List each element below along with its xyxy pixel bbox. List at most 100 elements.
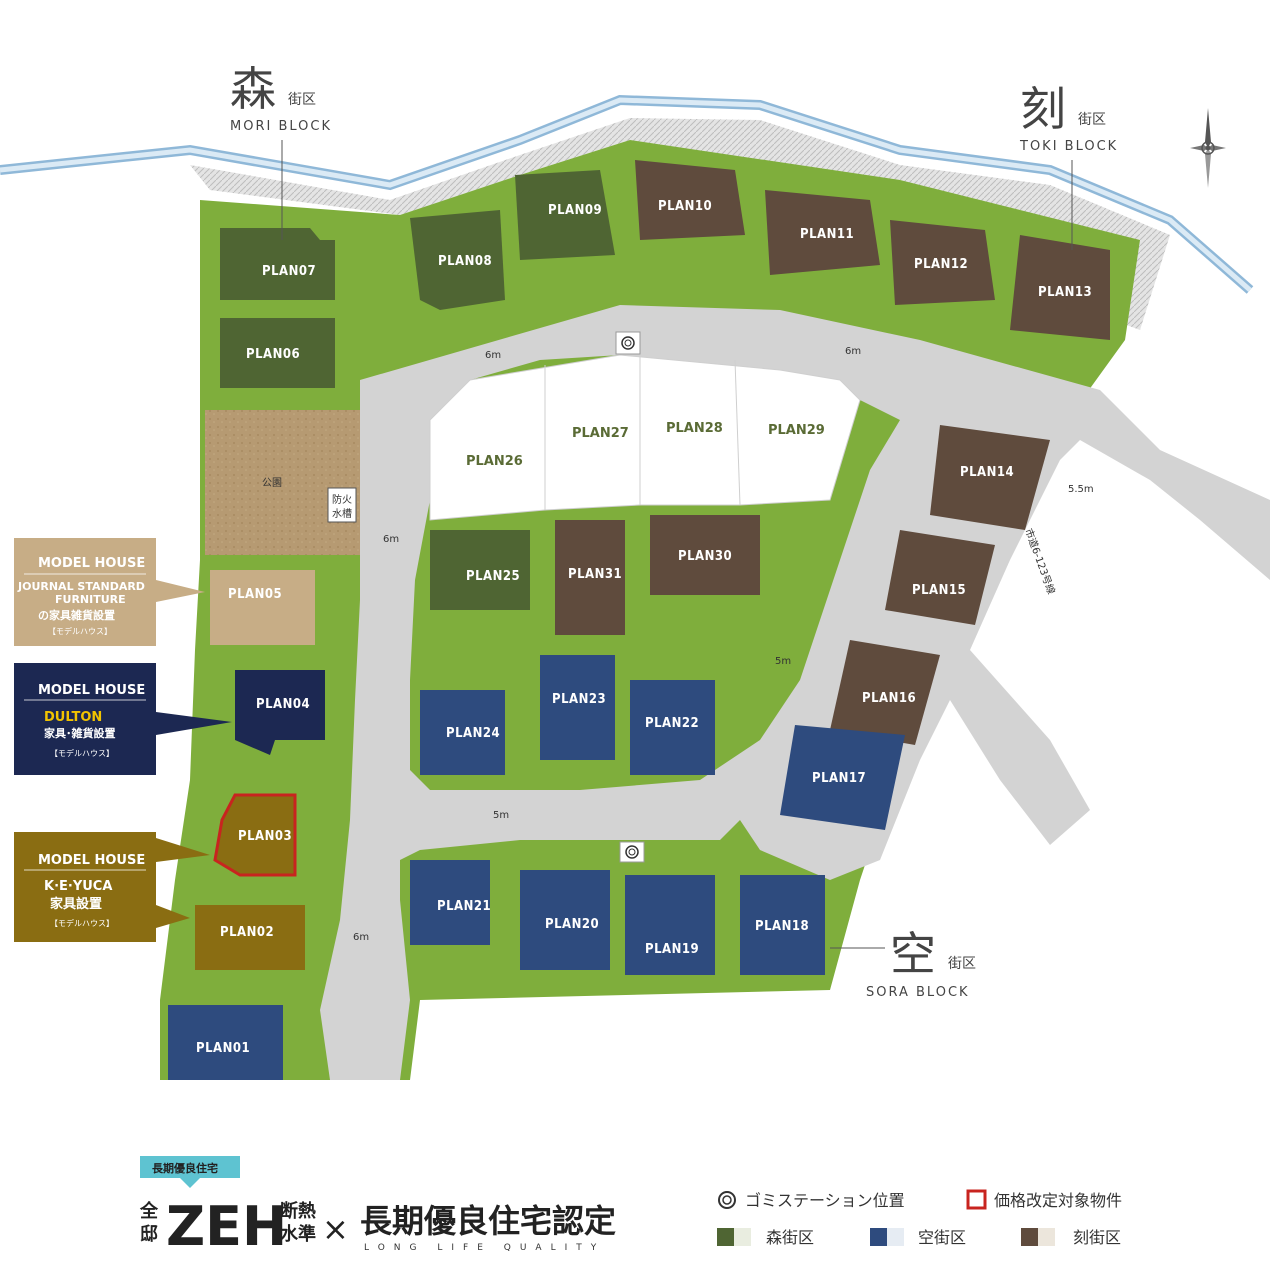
model-house-03 — [213, 793, 297, 877]
toki-buildings — [555, 160, 1110, 745]
svg-text:6m: 6m — [353, 932, 369, 943]
zeh-badge: 長期優良住宅 全 邸 ZEH 断熱 水準 × 長期優良住宅認定 LONG LIF… — [139, 1156, 616, 1258]
plan-28[interactable]: PLAN28 — [666, 421, 723, 436]
plan-05[interactable]: PLAN05 — [228, 587, 282, 602]
plan-15[interactable]: PLAN15 — [912, 583, 966, 598]
svg-text:街区: 街区 — [288, 92, 316, 108]
price-legend-icon — [966, 1189, 987, 1210]
plan-08[interactable]: PLAN08 — [438, 254, 492, 269]
svg-text:刻: 刻 — [1020, 82, 1066, 136]
legend: ゴミステーション位置 価格改定対象物件 森街区 空街区 刻街区 — [717, 1189, 1122, 1247]
plan-31[interactable]: PLAN31 — [568, 567, 622, 582]
svg-text:水槽: 水槽 — [332, 507, 352, 520]
svg-text:街区: 街区 — [1078, 112, 1106, 128]
plan-27[interactable]: PLAN27 — [572, 426, 629, 441]
garbage-station-marker — [615, 331, 645, 863]
svg-text:6m: 6m — [845, 346, 861, 357]
plan-06[interactable]: PLAN06 — [246, 347, 300, 362]
legend-price: 価格改定対象物件 — [994, 1191, 1122, 1210]
plan-19[interactable]: PLAN19 — [645, 942, 699, 957]
svg-text:断熱: 断熱 — [280, 1200, 316, 1222]
legend-sora: 空街区 — [918, 1228, 966, 1247]
svg-text:TOKI BLOCK: TOKI BLOCK — [1019, 139, 1118, 154]
svg-text:ZEH: ZEH — [166, 1195, 287, 1258]
plan-16[interactable]: PLAN16 — [862, 691, 916, 706]
block-mori: 森 街区 MORI BLOCK — [230, 62, 332, 240]
svg-text:水準: 水準 — [280, 1223, 316, 1245]
svg-text:JOURNAL STANDARD: JOURNAL STANDARD — [17, 580, 145, 593]
plan-26[interactable]: PLAN26 — [466, 454, 523, 469]
plan-01[interactable]: PLAN01 — [196, 1041, 250, 1056]
city-road-label: 市道6-123号線 — [1022, 527, 1058, 596]
plan-20[interactable]: PLAN20 — [545, 917, 599, 932]
legend-mori: 森街区 — [766, 1228, 814, 1247]
lots-26-29 — [429, 354, 861, 521]
park — [205, 410, 360, 555]
svg-text:5.5m: 5.5m — [1068, 484, 1094, 495]
svg-text:邸: 邸 — [140, 1224, 158, 1245]
callout-model-04: MODEL HOUSE DULTON 家具･雑貨設置 【モデルハウス】 — [14, 663, 232, 775]
svg-text:の家具雑貨設置: の家具雑貨設置 — [38, 608, 115, 622]
plan-09[interactable]: PLAN09 — [548, 203, 602, 218]
svg-text:長期優良住宅認定: 長期優良住宅認定 — [360, 1202, 616, 1240]
svg-text:全: 全 — [139, 1200, 159, 1222]
plan-24[interactable]: PLAN24 — [446, 726, 500, 741]
svg-text:MODEL HOUSE: MODEL HOUSE — [38, 683, 145, 698]
plan-30[interactable]: PLAN30 — [678, 549, 732, 564]
svg-text:5m: 5m — [775, 656, 791, 667]
plan-04[interactable]: PLAN04 — [256, 697, 310, 712]
svg-text:【モデルハウス】: 【モデルハウス】 — [50, 918, 114, 928]
svg-text:街区: 街区 — [948, 956, 976, 972]
svg-text:MODEL HOUSE: MODEL HOUSE — [38, 853, 145, 868]
svg-text:FURNITURE: FURNITURE — [55, 593, 126, 606]
svg-text:6m: 6m — [383, 534, 399, 545]
plan-21[interactable]: PLAN21 — [437, 899, 491, 914]
plan-25[interactable]: PLAN25 — [466, 569, 520, 584]
embankment — [190, 118, 1170, 330]
plan-11[interactable]: PLAN11 — [800, 227, 854, 242]
svg-text:×: × — [322, 1210, 349, 1248]
park-label: 公園 — [262, 477, 282, 489]
svg-text:MODEL HOUSE: MODEL HOUSE — [38, 556, 145, 571]
plan-12[interactable]: PLAN12 — [914, 257, 968, 272]
plan-03[interactable]: PLAN03 — [238, 829, 292, 844]
compass-icon — [1190, 108, 1226, 188]
plan-22[interactable]: PLAN22 — [645, 716, 699, 731]
mori-buildings — [220, 170, 615, 610]
plan-07[interactable]: PLAN07 — [262, 264, 316, 279]
model-house-02 — [195, 905, 305, 970]
plan-17[interactable]: PLAN17 — [812, 771, 866, 786]
svg-text:6m: 6m — [485, 350, 501, 361]
plan-13[interactable]: PLAN13 — [1038, 285, 1092, 300]
svg-text:MORI BLOCK: MORI BLOCK — [230, 119, 332, 134]
svg-text:DULTON: DULTON — [44, 710, 102, 725]
svg-text:長期優良住宅: 長期優良住宅 — [152, 1161, 218, 1175]
svg-text:家具･雑貨設置: 家具･雑貨設置 — [44, 726, 116, 740]
toki-swatch — [1021, 1228, 1038, 1246]
plan-labels: PLAN07 PLAN06 PLAN08 PLAN09 PLAN10 PLAN1… — [196, 199, 1092, 1056]
plan-23[interactable]: PLAN23 — [552, 692, 606, 707]
plan-14[interactable]: PLAN14 — [960, 465, 1014, 480]
svg-text:SORA BLOCK: SORA BLOCK — [866, 985, 970, 1000]
svg-text:家具設置: 家具設置 — [50, 896, 102, 912]
plan-10[interactable]: PLAN10 — [658, 199, 712, 214]
legend-garbage: ゴミステーション位置 — [745, 1191, 905, 1210]
garbage-legend-icon — [718, 1191, 736, 1209]
svg-text:【モデルハウス】: 【モデルハウス】 — [50, 748, 114, 758]
legend-toki: 刻街区 — [1073, 1228, 1121, 1247]
fire-water-tank — [327, 487, 357, 523]
svg-text:LONG LIFE QUALITY: LONG LIFE QUALITY — [364, 1243, 605, 1253]
sora-swatch — [870, 1228, 887, 1246]
sora-buildings — [168, 655, 905, 1080]
svg-text:【モデルハウス】: 【モデルハウス】 — [48, 626, 112, 636]
plan-29[interactable]: PLAN29 — [768, 423, 825, 438]
plan-02[interactable]: PLAN02 — [220, 925, 274, 940]
model-house-04 — [235, 670, 325, 755]
plan-18[interactable]: PLAN18 — [755, 919, 809, 934]
block-sora: 空 街区 SORA BLOCK — [830, 927, 976, 1000]
svg-text:空: 空 — [890, 927, 936, 981]
svg-text:K·E·YUCA: K·E·YUCA — [44, 879, 112, 894]
svg-text:防火: 防火 — [332, 493, 352, 506]
svg-text:5m: 5m — [493, 810, 509, 821]
